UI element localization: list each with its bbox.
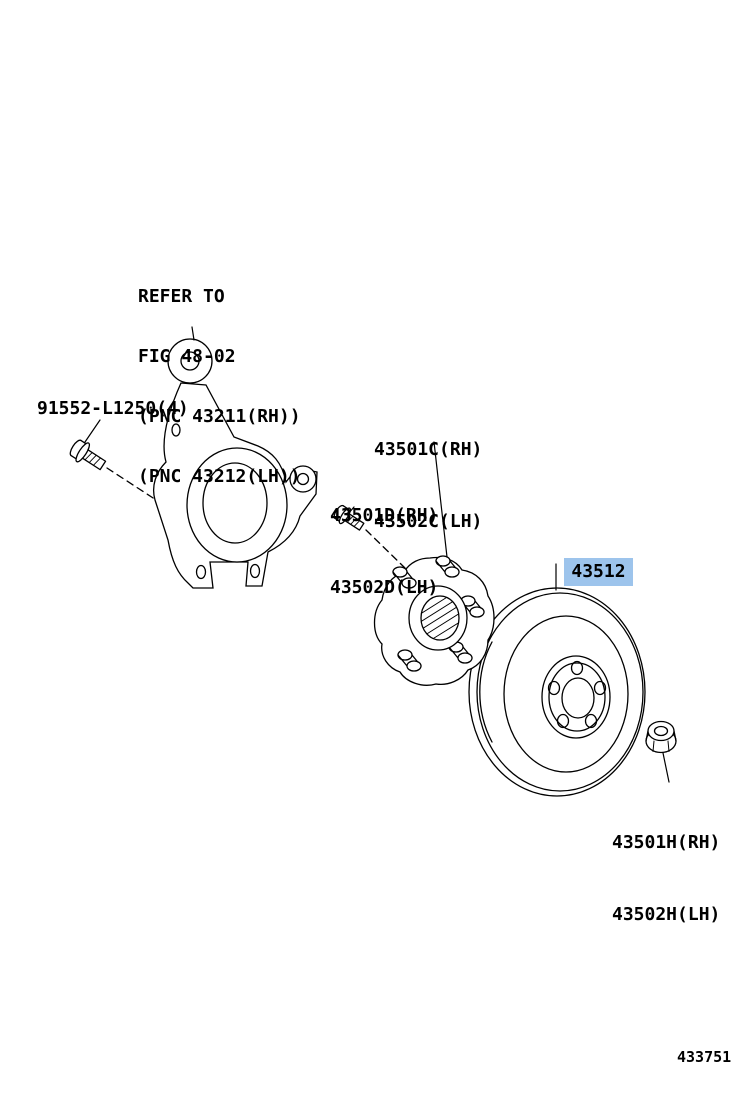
part-label-hub-bolt[interactable]: 43501D(RH) 43502D(LH) bbox=[330, 456, 438, 648]
brake-disc-drawing bbox=[468, 587, 646, 797]
part-label-knuckle-bolt[interactable]: 91552-L1250(4) bbox=[37, 398, 189, 419]
part-number-line: 43501H(RH) bbox=[612, 832, 721, 853]
refer-note-line: REFER TO bbox=[138, 286, 225, 307]
refer-note: REFER TO FIG 48-02 (PNC 43211(RH)) (PNC … bbox=[138, 247, 301, 527]
steering-knuckle-drawing bbox=[152, 338, 318, 589]
refer-note-line: FIG 48-02 bbox=[138, 346, 236, 367]
part-label-hub-nut[interactable]: 43501H(RH) 43502H(LH) bbox=[612, 783, 720, 975]
dashed-assembly-lines bbox=[106, 467, 406, 569]
part-number-line: 43501D(RH) bbox=[330, 505, 439, 526]
flange-bolt-drawing bbox=[69, 439, 107, 471]
refer-note-line: (PNC 43211(RH)) bbox=[138, 406, 301, 427]
hub-bolt-drawing bbox=[333, 504, 365, 531]
part-number-line: 43501C(RH) bbox=[374, 439, 483, 460]
wheel-hub-bearing-drawing bbox=[373, 555, 495, 686]
leader-lines bbox=[84, 326, 670, 783]
hub-nut-drawing bbox=[645, 720, 677, 754]
part-number-line: 43502C(LH) bbox=[374, 511, 483, 532]
part-label-hub-bearing[interactable]: 43501C(RH) 43502C(LH) bbox=[374, 390, 482, 582]
lug-holes bbox=[547, 660, 607, 729]
figure-number: 433751 bbox=[677, 1048, 732, 1066]
refer-note-line: (PNC 43212(LH)) bbox=[138, 466, 301, 487]
part-number-line: 43502D(LH) bbox=[330, 577, 439, 598]
part-label-brake-disc[interactable]: 43512 bbox=[521, 534, 633, 610]
part-number-line: 43502H(LH) bbox=[612, 904, 721, 925]
highlighted-part-number[interactable]: 43512 bbox=[564, 558, 633, 586]
